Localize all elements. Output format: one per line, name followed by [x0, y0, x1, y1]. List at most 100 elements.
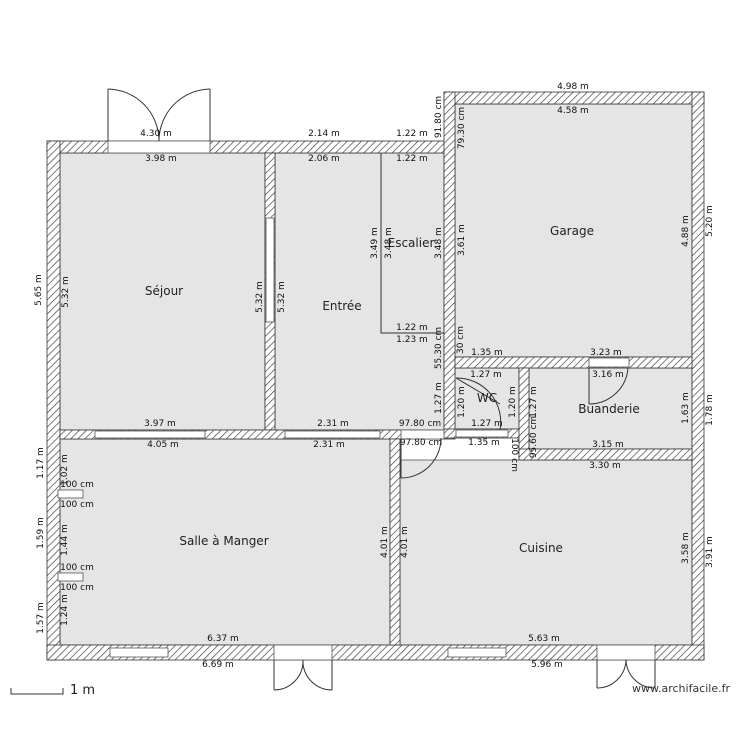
dimension-label: 55.30 cm: [434, 327, 444, 369]
openings: [57, 140, 656, 661]
window-left-1: [57, 489, 84, 499]
dimension-label: 1.22 m: [396, 323, 428, 333]
dimension-label: 3.30 m: [589, 461, 621, 471]
wall-bottom: [46, 644, 705, 661]
dimension-label: 1.44 m: [60, 524, 70, 556]
opening-bottom-door-left: [273, 644, 333, 661]
floor-wc: [454, 367, 520, 430]
room-label-buanderie: Buanderie: [578, 402, 639, 416]
dimension-label: 79.30 cm: [457, 107, 467, 149]
dimension-label: 3.91 m: [705, 536, 715, 568]
dimension-label: 4.98 m: [557, 82, 589, 92]
dimension-label: 1.17 m: [36, 447, 46, 479]
dimension-label: 1.20 m: [457, 386, 467, 418]
dimension-label: 5.20 m: [705, 205, 715, 237]
dimension-label: 1.02 m: [60, 454, 70, 486]
floor-salle-a-manger: [59, 438, 391, 646]
dimension-label: 1.59 m: [36, 517, 46, 549]
room-label-garage: Garage: [550, 224, 594, 238]
room-label-salle-a-manger: Salle à Manger: [179, 534, 268, 548]
dimension-label: 95.60 cm: [529, 416, 539, 458]
dimension-label: 6.69 m: [202, 660, 234, 670]
dimension-label: 2.31 m: [317, 419, 349, 429]
dimension-label: 1.63 m: [681, 392, 691, 424]
dimension-label: 91.80 cm: [434, 96, 444, 138]
dimension-label: 3.97 m: [144, 419, 176, 429]
dimension-label: 4.01 m: [380, 526, 390, 558]
dimension-label: 1.35 m: [471, 348, 503, 358]
wall-wc-buanderie: [518, 367, 530, 461]
dimension-label: 1.35 m: [468, 438, 500, 448]
wall-sam-cuisine: [389, 438, 401, 646]
floor-entree: [274, 152, 445, 431]
opening-door-sam: [400, 429, 445, 440]
dimension-label: 97.80 cm: [400, 438, 442, 448]
opening-top-left-door: [107, 140, 211, 154]
window-bottom-cuisine: [447, 647, 507, 658]
dimension-label: 5.96 m: [531, 660, 563, 670]
stairs: [380, 153, 444, 334]
floor-cuisine: [399, 459, 693, 646]
dimension-label: 100 cm: [60, 563, 94, 573]
floor-sejour: [59, 152, 266, 431]
dimension-label: 3.49 m: [370, 227, 380, 259]
scale-bar: [10, 688, 64, 695]
wall-left: [46, 140, 61, 661]
room-label-cuisine: Cuisine: [519, 541, 563, 555]
dimension-label: 30 cm: [456, 326, 466, 354]
opening-sejour-sam: [94, 430, 206, 439]
dimension-label: 1.27 m: [529, 386, 539, 418]
wall-garage-left: [443, 91, 456, 439]
dimension-label: 3.15 m: [592, 440, 624, 450]
dimension-label: 3.48 m: [384, 227, 394, 259]
dimension-label: 4.58 m: [557, 106, 589, 116]
dimension-label: 100 cm: [60, 583, 94, 593]
dimension-label: 5.32 m: [277, 281, 287, 313]
dimension-label: 2.14 m: [308, 129, 340, 139]
dimension-label: 3.58 m: [681, 532, 691, 564]
dimension-label: 5.63 m: [528, 634, 560, 644]
room-floors: [59, 103, 693, 646]
dimension-label: 5.32 m: [255, 281, 265, 313]
dimension-label: 1.24 m: [60, 594, 70, 626]
scale-bar-label: 1 m: [70, 683, 96, 698]
wall-garage-bottom: [454, 356, 693, 369]
wall-buanderie-bottom: [518, 448, 693, 461]
opening-entree-sam: [284, 430, 381, 439]
stairs-outline: [380, 153, 444, 334]
watermark: www.archifacile.fr: [632, 682, 731, 695]
dimension-label: 4.01 m: [400, 526, 410, 558]
dimension-label: 4.88 m: [681, 215, 691, 247]
dimension-label: 3.61 m: [457, 224, 467, 256]
dimension-label: 3.16 m: [592, 370, 624, 380]
dimension-label: 1.23 m: [396, 335, 428, 345]
dimension-label: 97.80 cm: [399, 419, 441, 429]
room-label-sejour: Séjour: [145, 284, 183, 298]
window-bottom-sam: [109, 647, 169, 658]
wall-right: [691, 91, 705, 661]
dimension-label: 4.05 m: [147, 440, 179, 450]
dimension-label: 3.23 m: [590, 348, 622, 358]
dimension-label: 5.32 m: [61, 276, 71, 308]
dimension-label: 1.22 m: [396, 154, 428, 164]
dimension-label: 4.30 m: [140, 129, 172, 139]
dimension-label: 100 cm: [60, 480, 94, 490]
dimension-label: 1.27 m: [470, 370, 502, 380]
dimension-label: 3.48 m: [434, 227, 444, 259]
opening-buanderie-door: [588, 357, 630, 368]
dimension-label: 6.37 m: [207, 634, 239, 644]
dimension-label: 1.27 m: [471, 419, 503, 429]
dimension-label: 3.98 m: [145, 154, 177, 164]
room-labels: Séjour Entrée Escalier Garage WC Buander…: [145, 224, 640, 555]
dimension-label: 2.31 m: [313, 440, 345, 450]
door-swings: [107, 88, 656, 691]
room-label-wc: WC: [477, 391, 497, 405]
dimension-label: 100 cm: [60, 500, 94, 510]
floor-buanderie: [528, 367, 693, 450]
dimension-label: 1.20 m: [508, 386, 518, 418]
dimension-label: 5.65 m: [34, 274, 44, 306]
room-label-entree: Entrée: [322, 299, 361, 313]
opening-bottom-door-right: [596, 644, 656, 661]
room-label-escalier: Escalier: [388, 236, 435, 250]
